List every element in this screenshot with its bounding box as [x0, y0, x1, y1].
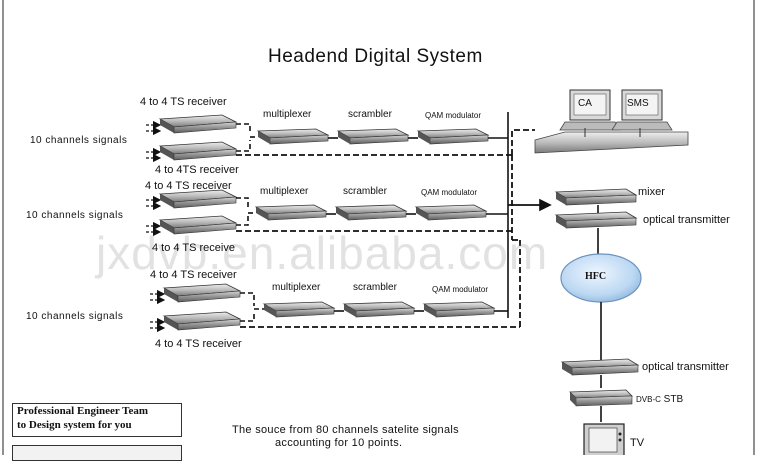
receiver-device [158, 189, 238, 209]
group-2 [146, 189, 512, 318]
ca-label: CA [578, 98, 592, 109]
receiver-bottom-label: 4 to 4TS receiver [155, 164, 239, 176]
signal-label: 10 channels signals [26, 210, 124, 221]
mixer-label: mixer [638, 186, 665, 198]
receiver-device [158, 215, 238, 235]
optical-transmitter-device-2 [560, 358, 640, 376]
receiver-device [158, 141, 238, 161]
qam-modulator-device [416, 128, 490, 145]
receiver-bottom-label: 4 to 4 TS receiver [155, 338, 242, 350]
signal-label: 10 channels signals [26, 311, 124, 322]
scrambler-device [342, 301, 416, 318]
optical-transmitter-label: optical transmitter [643, 214, 730, 226]
scrambler-label: scrambler [353, 282, 397, 293]
badge-line1: Professional Engineer Team [17, 405, 148, 417]
optical-transmitter-2-label: optical transmitter [642, 361, 729, 373]
qam-label: QAM modulator [425, 111, 482, 120]
ca-link-line [511, 129, 535, 155]
qam-label: QAM modulator [421, 188, 478, 197]
optical-transmitter-device [554, 211, 638, 229]
sms-label: SMS [627, 98, 649, 109]
receiver-device [162, 311, 242, 331]
scrambler-device [336, 128, 410, 145]
receiver-device [158, 114, 238, 134]
stb-device [569, 389, 633, 407]
hfc-label: HFC [585, 271, 607, 282]
server-rack [534, 128, 689, 154]
scrambler-device [334, 204, 408, 221]
multiplexer-label: multiplexer [260, 186, 309, 197]
source-note-line1: The souce from 80 channels satelite sign… [232, 424, 459, 436]
scrambler-label: scrambler [343, 186, 387, 197]
receiver-bottom-label: 4 to 4 TS receive [152, 242, 235, 254]
stb-label: DVB-C STB [636, 394, 683, 405]
source-note-line2: accounting for 10 points. [275, 437, 403, 449]
receiver-top-label: 4 to 4 TS receiver [140, 96, 227, 108]
qam-modulator-device [422, 301, 496, 318]
qam-label: QAM modulator [432, 285, 489, 294]
receiver-top-label: 4 to 4 TS receiver [150, 269, 237, 281]
sms-computer [611, 89, 673, 131]
multiplexer-device [256, 128, 330, 145]
mixer-device [554, 188, 638, 206]
multiplexer-device [262, 301, 336, 318]
group-3 [150, 240, 521, 333]
tv-icon [583, 423, 625, 455]
stb-word: STB [663, 394, 684, 405]
engineer-team-badge: Professional Engineer Team to Design sys… [12, 403, 182, 437]
qam-modulator-device [414, 204, 488, 221]
multiplexer-label: multiplexer [263, 109, 312, 120]
receiver-device [162, 283, 242, 303]
signal-label: 10 channels signals [30, 135, 128, 146]
receiver-top-label: 4 to 4 TS receiver [145, 180, 232, 192]
ca-computer [559, 89, 621, 131]
group-1 [146, 112, 512, 205]
multiplexer-label: multiplexer [272, 282, 321, 293]
page-title: Headend Digital System [268, 46, 483, 67]
tv-label: TV [630, 437, 645, 449]
stb-small-label: DVB-C [636, 395, 661, 404]
multiplexer-device [254, 204, 328, 221]
scrambler-label: scrambler [348, 109, 392, 120]
badge-bottom-strip [12, 445, 182, 461]
watermark-text: jxdvb.en.alibaba.com [96, 227, 549, 279]
badge-line2: to Design system for you [17, 419, 132, 431]
